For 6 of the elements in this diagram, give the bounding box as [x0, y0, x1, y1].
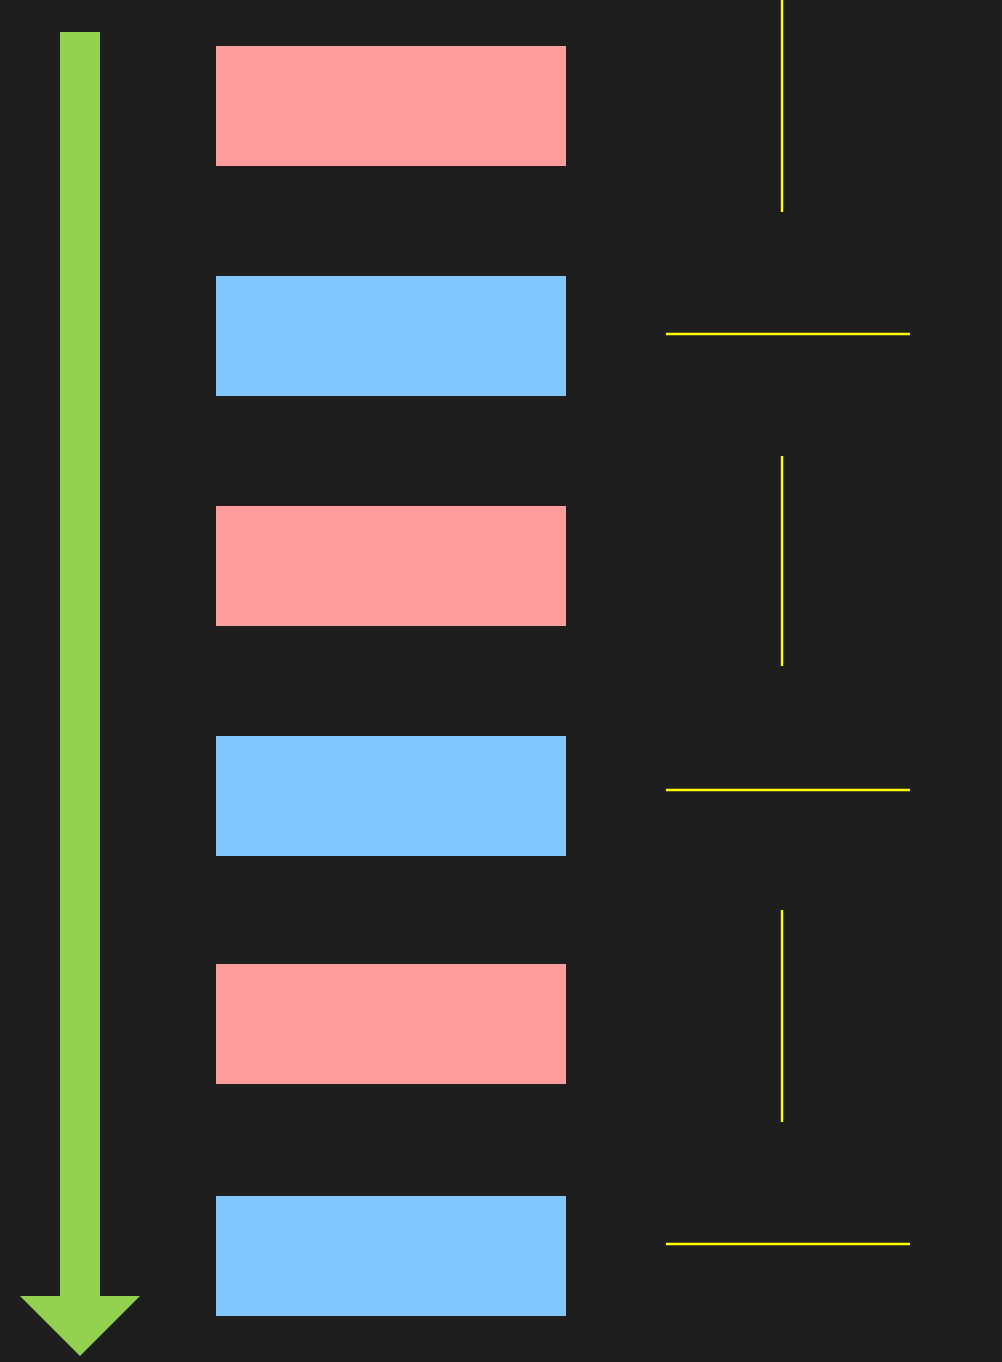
box [216, 1196, 566, 1316]
box [216, 964, 566, 1084]
box [216, 46, 566, 166]
box [216, 736, 566, 856]
box [216, 276, 566, 396]
box [216, 506, 566, 626]
